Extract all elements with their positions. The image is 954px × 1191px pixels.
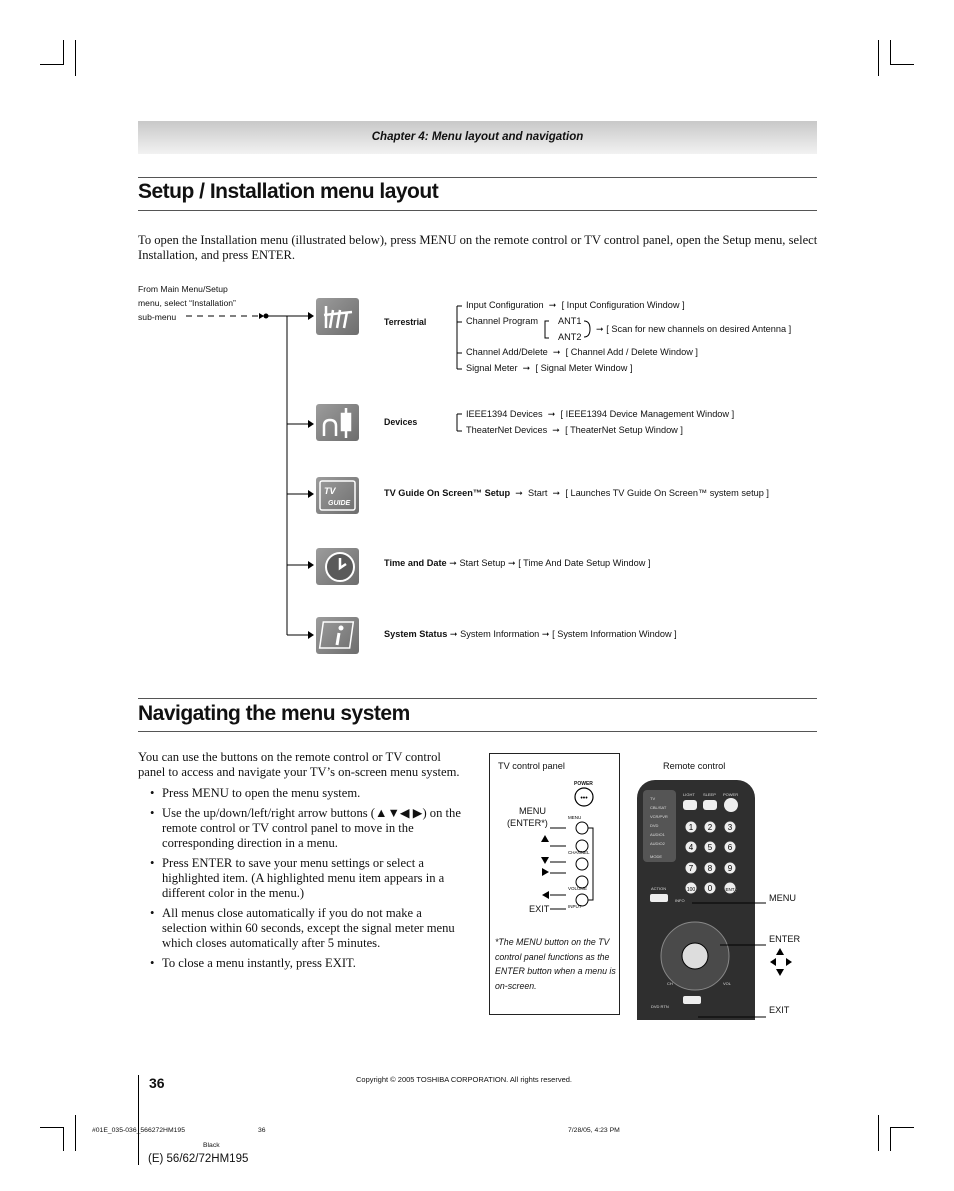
panel-buttons: ••• MENU CHANNEL VOLUME INPUT [568,787,594,909]
input-config-row: Input Configuration ➞ [ Input Configurat… [466,300,685,310]
devices-icon [316,404,359,441]
ant2: ANT2 [558,332,582,342]
svg-text:CBL/SAT: CBL/SAT [650,805,667,810]
nav-intro: You can use the buttons on the remote co… [138,750,460,779]
chapter-title: Chapter 4: Menu layout and navigation [371,131,584,143]
ieee-row: IEEE1394 Devices ➞ [ IEEE1394 Device Man… [466,409,735,419]
theaternet-row: TheaterNet Devices ➞ [ TheaterNet Setup … [466,425,683,435]
tvguide-row: TV Guide On Screen™ Setup ➞ Start ➞ [ La… [384,488,769,498]
panel-exit-label: EXIT [529,904,550,914]
remote-exit-label: EXIT [769,1005,790,1015]
svg-text:TV: TV [650,796,655,801]
svg-text:VOL: VOL [723,981,732,986]
svg-text:DVD RTN: DVD RTN [651,1004,669,1009]
page-number: 36 [149,1075,165,1091]
tv-control-panel-figure [489,753,620,1015]
svg-text:GUIDE: GUIDE [328,500,351,507]
remote-menu-label: MENU [769,893,797,903]
remote-title: Remote control [663,761,726,771]
svg-text:3: 3 [728,823,733,832]
svg-text:8: 8 [708,864,713,873]
svg-text:INPUT: INPUT [568,904,582,909]
panel-enter-label: (ENTER*) [507,818,548,828]
from-label: From Main Menu/Setup menu, select “Insta… [138,284,236,322]
antenna-icon [316,298,359,335]
chapter-header: Chapter 4: Menu layout and navigation [138,121,817,154]
svg-text:4: 4 [689,843,694,852]
panel-menu-label: MENU [519,806,547,816]
svg-text:ACTION: ACTION [651,886,666,891]
channel-program: Channel Program [466,316,539,326]
color-label: Black [203,1142,220,1149]
section-title-setup: Setup / Installation menu layout [138,180,439,203]
svg-text:TV: TV [324,486,336,496]
timedate-row: Time and Date ➞ Start Setup ➞ [ Time And… [384,558,651,568]
svg-text:MODE: MODE [650,854,662,859]
bullet-item: Use the up/down/left/right arrow buttons… [138,806,468,851]
tv-guide-icon: TV GUIDE [316,477,359,514]
svg-text:CHANNEL: CHANNEL [568,850,590,855]
diagram-connectors [186,305,591,639]
file-name: #01E_035-036_566272HM195 [92,1127,185,1134]
status-row: System Status ➞ System Information ➞ [ S… [384,629,677,639]
svg-text:CH: CH [667,981,673,986]
divider [138,177,817,178]
panel-note: *The MENU button on the TV control panel… [495,937,616,991]
svg-text:INFO: INFO [675,898,685,903]
svg-text:7: 7 [689,864,694,873]
bullet-item: Press ENTER to save your menu settings o… [138,856,468,901]
svg-text:AUDIO1: AUDIO1 [650,832,666,837]
bullet-item: All menus close automatically if you do … [138,906,468,951]
svg-text:POWER: POWER [723,792,738,797]
ant1: ANT1 [558,316,582,326]
file-date: 7/28/05, 4:23 PM [568,1127,620,1134]
terrestrial-label: Terrestrial [384,317,427,327]
signal-meter-row: Signal Meter ➞ [ Signal Meter Window ] [466,363,633,373]
svg-text:DVD: DVD [650,823,659,828]
divider [138,698,817,699]
setup-intro: To open the Installation menu (illustrat… [138,233,818,262]
model-number: (E) 56/62/72HM195 [148,1153,249,1165]
svg-text:2: 2 [708,823,713,832]
nav-bullets: Press MENU to open the menu system. Use … [138,786,468,976]
svg-text:1: 1 [689,823,694,832]
svg-text:•••: ••• [580,795,588,802]
svg-text:SLEEP: SLEEP [703,792,716,797]
remote-enter-label: ENTER [769,934,801,944]
divider [138,210,817,211]
bullet-item: To close a menu instantly, press EXIT. [138,956,468,971]
svg-text:ENT: ENT [726,887,735,892]
svg-text:VOLUME: VOLUME [568,886,587,891]
svg-text:MENU: MENU [568,815,581,820]
svg-text:5: 5 [708,843,713,852]
bullet-item: Press MENU to open the menu system. [138,786,468,801]
svg-text:9: 9 [728,864,733,873]
copyright: Copyright © 2005 TOSHIBA CORPORATION. Al… [356,1075,573,1084]
divider [138,731,817,732]
panel-title: TV control panel [498,761,565,771]
scan-row: ➞ [ Scan for new channels on desired Ant… [596,324,792,334]
svg-text:AUDIO2: AUDIO2 [650,841,666,846]
remote-callouts [692,902,792,1018]
svg-text:LIGHT: LIGHT [683,792,695,797]
svg-text:6: 6 [728,843,733,852]
svg-text:100: 100 [687,887,696,893]
file-page: 36 [258,1127,266,1134]
section-title-navigating: Navigating the menu system [138,702,410,725]
clock-icon [316,548,359,585]
panel-power-label: POWER [574,781,593,787]
devices-label: Devices [384,417,418,427]
svg-text:VCR/PVR: VCR/PVR [650,814,668,819]
channel-add-row: Channel Add/Delete ➞ [ Channel Add / Del… [466,347,698,357]
info-icon [316,617,359,654]
panel-arrows [541,827,566,910]
svg-text:0: 0 [708,884,713,893]
